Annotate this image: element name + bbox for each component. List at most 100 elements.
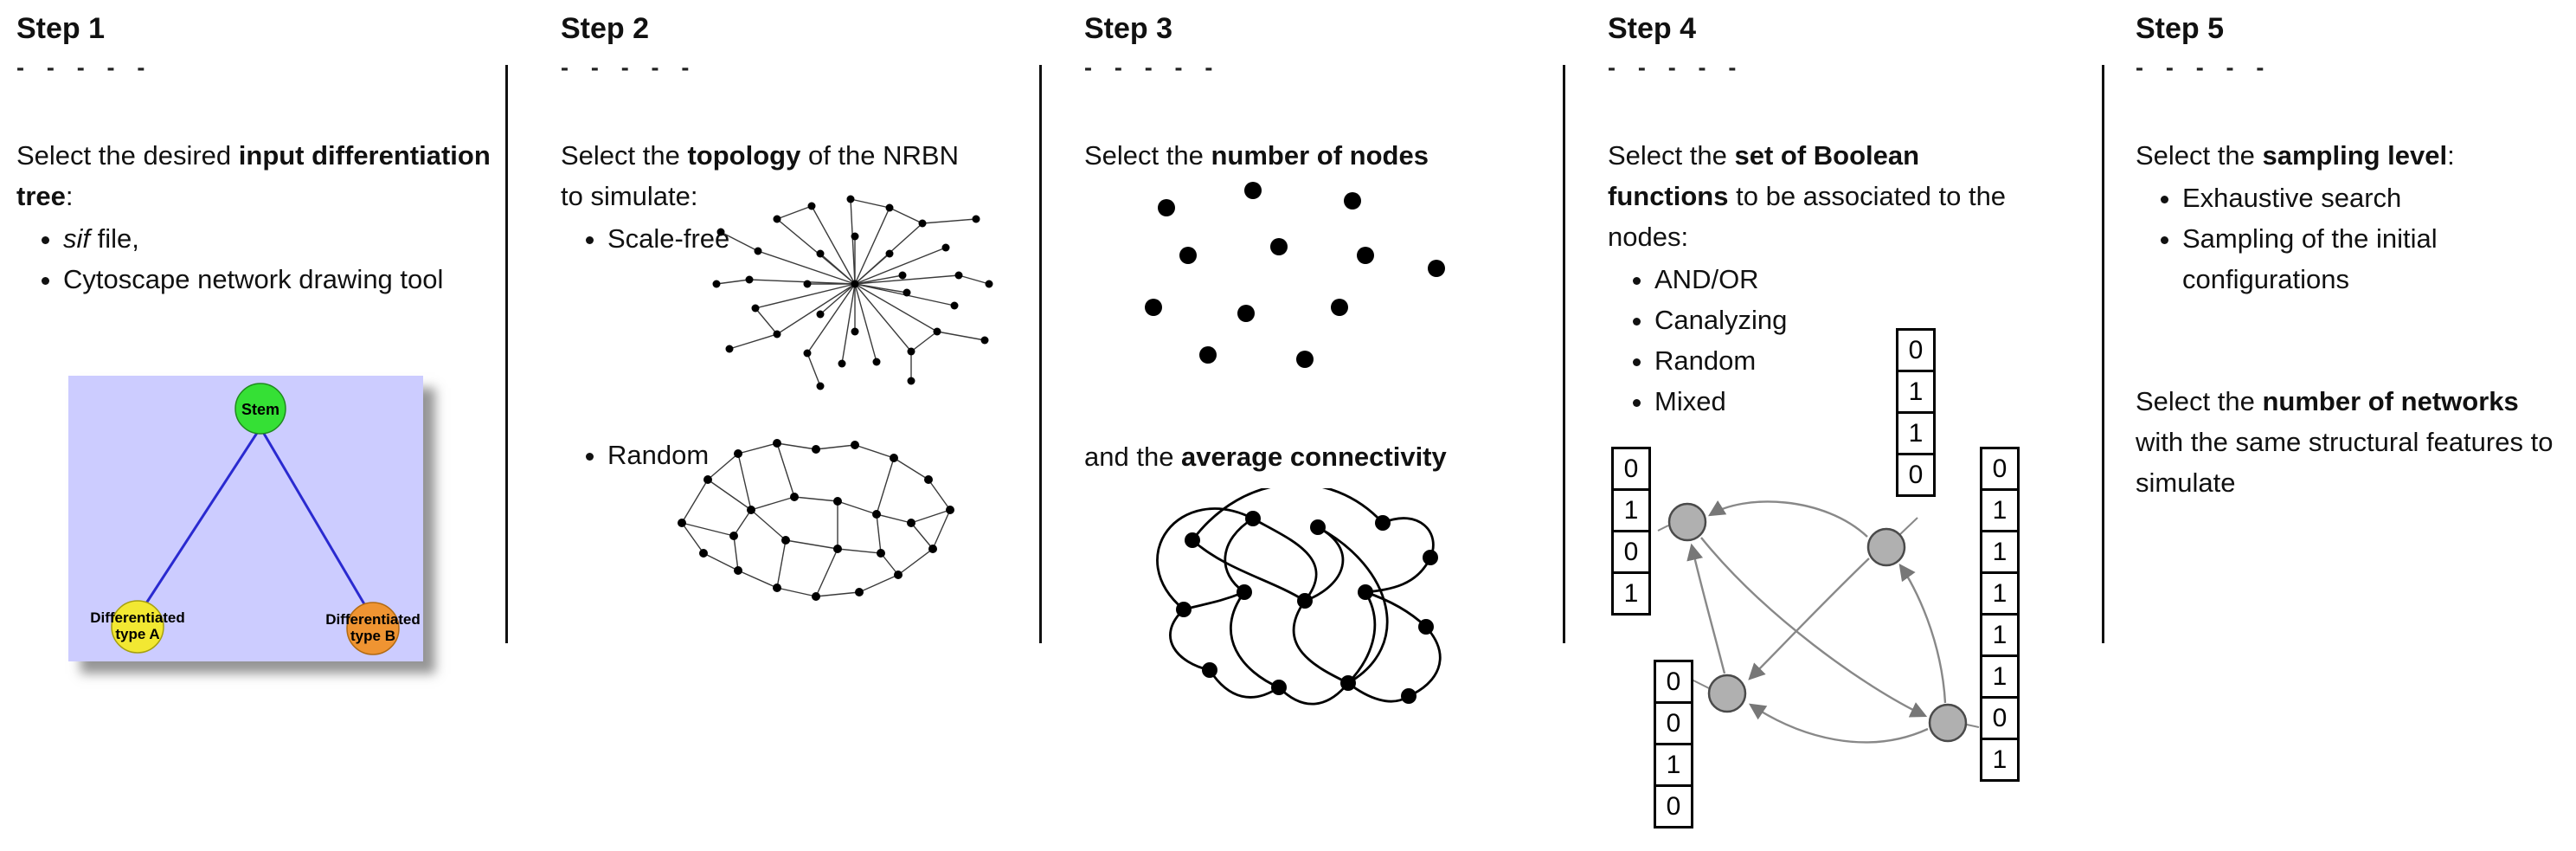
step-5-title: Step 5 — [2136, 12, 2225, 45]
step-2-dashes: - - - - - — [561, 55, 697, 81]
truth-table-cell: 1 — [1654, 743, 1693, 787]
intro-text: of the NRBN to simulate: — [561, 140, 959, 211]
list-item: Scale-free — [607, 218, 967, 259]
type-a-node — [111, 600, 164, 654]
differentiation-tree-figure: Stem Differentiated type A Differentiate… — [68, 376, 423, 661]
tree-edge — [259, 427, 371, 614]
bullet-text: Mixed — [1654, 386, 1726, 416]
step-3-dashes: - - - - - — [1084, 55, 1221, 81]
truth-table-cell: 1 — [1980, 571, 2020, 616]
list-item: AND/OR — [1654, 259, 2114, 300]
step-2-column: Step 2 - - - - - Select the topology of … — [561, 12, 993, 851]
type-b-node — [346, 602, 400, 655]
boolean-node — [1866, 527, 1906, 567]
step-5-intro: Select the sampling level: — [2136, 135, 2573, 176]
boolean-network-graphic — [1657, 500, 1980, 744]
truth-table-cell: 1 — [1980, 530, 2020, 574]
step-5-dashes: - - - - - — [2136, 55, 2272, 81]
stem-label: Stem — [241, 401, 279, 418]
truth-table-cell: 0 — [1654, 784, 1693, 828]
step-2-bullet-scale-free: Scale-free — [561, 218, 967, 259]
step-4-title: Step 4 — [1608, 12, 1697, 45]
step-1-column: Step 1 - - - - - Select the desired inpu… — [16, 12, 501, 851]
step-2-title: Step 2 — [561, 12, 650, 45]
truth-table-bottom-left: 0 0 1 0 — [1654, 660, 1693, 828]
connectivity-graph-graphic — [1156, 488, 1442, 706]
bullet-text: Cytoscape network drawing tool — [63, 264, 444, 294]
type-b-label: type B — [350, 628, 395, 644]
step-4-intro: Select the set of Boolean functions to b… — [1608, 135, 2014, 257]
intro-text: Select the — [561, 140, 688, 171]
edge-arrow — [1707, 500, 1868, 538]
step-2-bullet-random: Random — [561, 435, 709, 475]
intro-bold: topology — [687, 140, 801, 171]
truth-table-right: 0 1 1 1 1 1 0 1 — [1980, 447, 2020, 782]
step-3-intro: Select the number of nodes — [1084, 135, 1595, 176]
bullet-text: Random — [1654, 345, 1757, 376]
table-connector — [1898, 517, 1918, 537]
intro-text: Select the — [1084, 140, 1211, 171]
intro-bold: number of networks — [2262, 386, 2519, 416]
intro-bold: set of Boolean functions — [1608, 140, 1920, 211]
random-network-graphic — [678, 439, 954, 601]
step-4-column: Step 4 - - - - - Select the set of Boole… — [1608, 12, 2114, 851]
intro-text: Select the — [2136, 386, 2263, 416]
edge-arrow — [1748, 558, 1870, 680]
intro-text: : — [2447, 140, 2455, 171]
differentiation-tree-svg: Stem Differentiated type A Differentiate… — [68, 376, 423, 661]
truth-table-cell: 1 — [1611, 488, 1651, 532]
edge-arrow — [1686, 543, 1726, 674]
list-item: Canalyzing — [1654, 300, 2114, 340]
truth-table-cell: 1 — [1980, 613, 2020, 657]
truth-table-cell: 0 — [1654, 660, 1693, 704]
list-item: Random — [607, 435, 709, 475]
boolean-node — [1928, 703, 1968, 743]
list-item: Mixed — [1654, 381, 2114, 422]
step-2-intro: Select the topology of the NRBN to simul… — [561, 135, 967, 216]
stem-node — [234, 383, 286, 435]
type-b-label: Differentiated — [325, 611, 421, 628]
list-item: Cytoscape network drawing tool — [63, 259, 501, 300]
intro-text: to be associated to the nodes: — [1608, 181, 2007, 252]
truth-table-left: 0 1 0 1 — [1611, 447, 1651, 616]
table-connector — [1966, 724, 1980, 728]
type-a-label: type A — [115, 626, 159, 642]
truth-table-cell: 1 — [1980, 488, 2020, 532]
intro-bold: input differentiation tree — [16, 140, 491, 211]
bullet-text: Scale-free — [607, 223, 730, 254]
intro-text: and the — [1084, 442, 1182, 472]
truth-table-cell: 1 — [1896, 370, 1936, 414]
truth-table-cell: 0 — [1611, 447, 1651, 491]
column-divider — [2102, 65, 2104, 643]
bullet-text: Sampling of the initial configurations — [2182, 223, 2438, 294]
step-5-column: Step 5 - - - - - Select the sampling lev… — [2136, 12, 2573, 851]
truth-table-cell: 0 — [1654, 701, 1693, 745]
truth-table-cell: 1 — [1980, 738, 2020, 782]
step-1-intro: Select the desired input differentiation… — [16, 135, 501, 216]
truth-table-cell: 0 — [1896, 328, 1936, 372]
list-item: Sampling of the initial configurations — [2182, 218, 2573, 300]
edge-arrow — [1898, 564, 1947, 704]
step-3-title: Step 3 — [1084, 12, 1173, 45]
truth-table-top: 0 1 1 0 — [1896, 328, 1936, 497]
boolean-node — [1667, 502, 1707, 542]
step-1-dashes: - - - - - — [16, 55, 153, 81]
step-4-dashes: - - - - - — [1608, 55, 1744, 81]
step-1-title: Step 1 — [16, 12, 106, 45]
bullet-text: Random — [607, 440, 710, 470]
nodes-dots-graphic — [1145, 182, 1445, 368]
truth-table-cell: 0 — [1611, 530, 1651, 574]
step-5-bullets: Exhaustive search Sampling of the initia… — [2136, 177, 2573, 300]
edge-arrow — [1749, 703, 1929, 744]
table-connector — [1657, 525, 1669, 532]
intro-bold: average connectivity — [1181, 442, 1447, 472]
step-4-bullets: AND/OR Canalyzing Random Mixed — [1608, 259, 2114, 422]
list-item: sif file, — [63, 218, 501, 259]
truth-table-cell: 1 — [1896, 411, 1936, 455]
type-a-label: Differentiated — [90, 609, 185, 626]
step-1-bullets: sif file, Cytoscape network drawing tool — [16, 218, 501, 300]
bullet-text: Exhaustive search — [2182, 183, 2402, 213]
column-divider — [505, 65, 508, 643]
list-item: Exhaustive search — [2182, 177, 2573, 218]
